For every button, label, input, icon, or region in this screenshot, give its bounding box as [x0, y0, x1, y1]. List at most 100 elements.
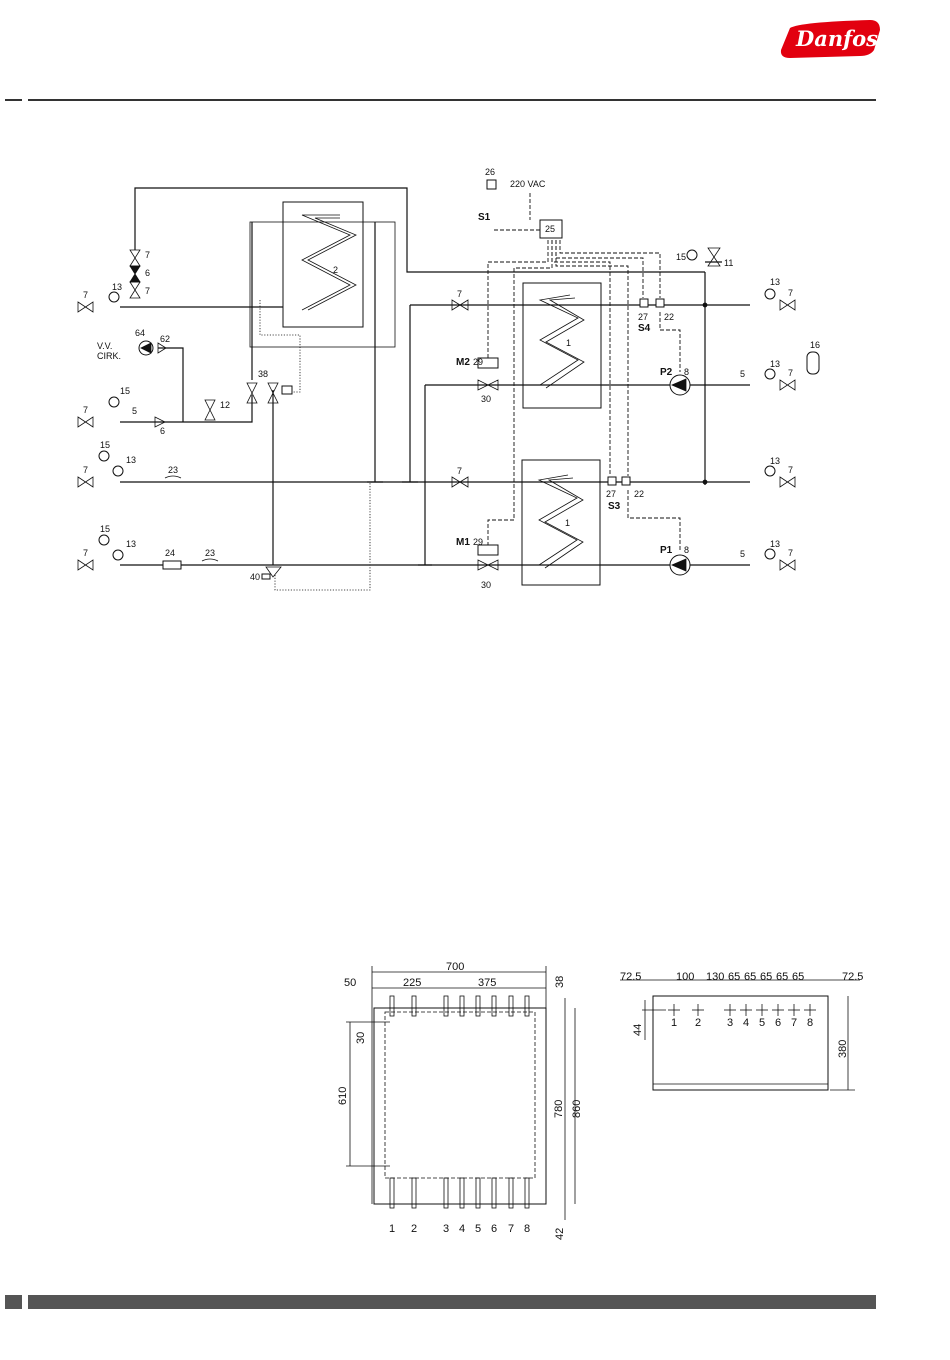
tv-dim-label: 72.5 — [620, 971, 641, 983]
svg-text:5: 5 — [740, 549, 745, 559]
fv-bottom-offset: 42 — [554, 1228, 566, 1240]
circulation-label-1: V.V. — [97, 341, 112, 351]
fv-left-offset: 50 — [344, 977, 356, 989]
item-16-label: 16 — [810, 340, 820, 350]
fv-mount-offset: 30 — [355, 1032, 367, 1044]
tv-connection-label: 7 — [791, 1017, 797, 1029]
pump-p1-number: 8 — [684, 545, 689, 555]
item-40-label: 40 — [250, 572, 260, 582]
item-26-label: 26 — [485, 167, 495, 177]
controller-number: 25 — [545, 224, 555, 234]
mixing-valve-label: 38 — [258, 369, 268, 379]
circulation-check-label: 62 — [160, 334, 170, 344]
svg-text:7: 7 — [457, 289, 462, 299]
svg-text:15: 15 — [100, 440, 110, 450]
fv-connection-label: 5 — [475, 1223, 481, 1235]
circulation-label-2: CIRK. — [97, 351, 121, 361]
svg-text:6: 6 — [145, 268, 150, 278]
m1-tag: M1 — [456, 537, 470, 548]
piping-schematic: 2 1 1 — [78, 167, 820, 590]
svg-text:5: 5 — [740, 369, 745, 379]
fv-connection-label: 4 — [459, 1223, 465, 1235]
svg-text:7: 7 — [145, 250, 150, 260]
fv-top-offset: 38 — [554, 976, 566, 988]
front-view-drawing: 700 50 225 375 38 30 610 780 860 42 1234… — [337, 961, 583, 1240]
m1-actuator: 29 — [473, 537, 483, 547]
svg-text:7: 7 — [788, 548, 793, 558]
fv-total-height: 860 — [571, 1100, 583, 1118]
svg-text:7: 7 — [788, 465, 793, 475]
fv-connection-label: 7 — [508, 1223, 514, 1235]
svg-text:7: 7 — [83, 405, 88, 415]
tv-depth-offset: 44 — [632, 1024, 644, 1036]
tv-dim-label: 65 — [792, 971, 804, 983]
m1-valve: 30 — [481, 580, 491, 590]
s3-right: 22 — [634, 489, 644, 499]
svg-text:23: 23 — [168, 465, 178, 475]
footer-bar — [28, 1295, 876, 1309]
svg-text:7: 7 — [457, 466, 462, 476]
svg-text:13: 13 — [770, 539, 780, 549]
tv-dim-label: 65 — [744, 971, 756, 983]
fv-total-width: 700 — [446, 961, 464, 973]
tv-dim-label: 72.5 — [842, 971, 863, 983]
s3-left: 27 — [606, 489, 616, 499]
fv-connection-label: 3 — [443, 1223, 449, 1235]
fv-connection-label: 1 — [389, 1223, 395, 1235]
expansion-tank-16 — [807, 352, 819, 374]
tv-connection-label: 4 — [743, 1017, 749, 1029]
svg-text:7: 7 — [83, 465, 88, 475]
fv-pitch-a: 225 — [403, 977, 421, 989]
tv-dim-label: 65 — [776, 971, 788, 983]
m2-valve: 30 — [481, 394, 491, 404]
svg-text:7: 7 — [83, 290, 88, 300]
item-12-label: 12 — [220, 400, 230, 410]
s3-tag: S3 — [608, 501, 621, 512]
pump-p2-number: 8 — [684, 367, 689, 377]
tv-connection-label: 8 — [807, 1017, 813, 1029]
tv-dim-label: 65 — [760, 971, 772, 983]
svg-text:23: 23 — [205, 548, 215, 558]
fv-connection-label: 8 — [524, 1223, 530, 1235]
pump-p2-tag: P2 — [660, 367, 673, 378]
tv-connection-label: 1 — [671, 1017, 677, 1029]
svg-text:13: 13 — [770, 277, 780, 287]
supply-label: 220 VAC — [510, 179, 546, 189]
tv-connection-label: 6 — [775, 1017, 781, 1029]
logo-text: Danfoss — [795, 26, 890, 51]
svg-text:13: 13 — [112, 282, 122, 292]
tv-dim-label: 100 — [676, 971, 694, 983]
footer-square — [5, 1295, 22, 1309]
tv-depth: 380 — [837, 1040, 849, 1058]
fv-mount-height: 610 — [337, 1087, 349, 1105]
hx2-number: 2 — [333, 265, 338, 275]
svg-text:7: 7 — [145, 286, 150, 296]
fv-inner-height: 780 — [553, 1100, 565, 1118]
hx1-upper-number: 1 — [566, 338, 571, 348]
svg-text:7: 7 — [83, 548, 88, 558]
m2-tag: M2 — [456, 357, 470, 368]
svg-text:13: 13 — [770, 359, 780, 369]
svg-text:15: 15 — [120, 386, 130, 396]
m2-actuator: 29 — [473, 357, 483, 367]
tv-connection-label: 5 — [759, 1017, 765, 1029]
pump-p1-tag: P1 — [660, 545, 673, 556]
svg-text:15: 15 — [676, 252, 686, 262]
fv-connection-label: 6 — [491, 1223, 497, 1235]
svg-text:13: 13 — [126, 455, 136, 465]
svg-text:13: 13 — [770, 456, 780, 466]
heat-exchanger-2 — [283, 202, 363, 327]
svg-text:5: 5 — [132, 406, 137, 416]
item-26-box — [487, 180, 496, 189]
svg-text:13: 13 — [126, 539, 136, 549]
s4-tag: S4 — [638, 323, 651, 334]
heat-exchanger-1-upper — [523, 283, 601, 408]
svg-text:7: 7 — [788, 368, 793, 378]
tv-dim-label: 130 — [706, 971, 724, 983]
circulation-pump-label: 64 — [135, 328, 145, 338]
svg-text:15: 15 — [100, 524, 110, 534]
svg-text:6: 6 — [160, 426, 165, 436]
hx1-lower-number: 1 — [565, 518, 570, 528]
